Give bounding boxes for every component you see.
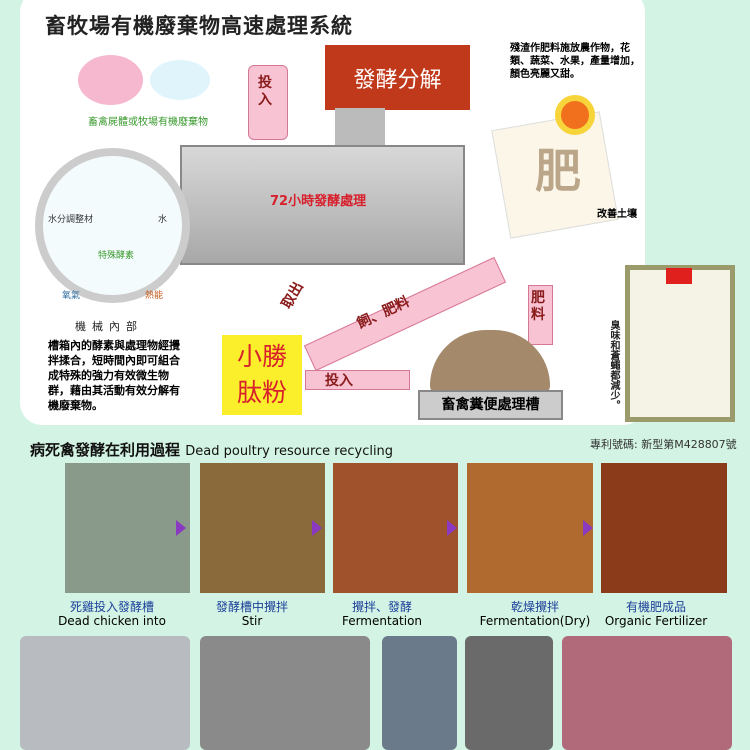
machine-photo bbox=[465, 636, 553, 750]
patent-number: 專利號碼: 新型第M428807號 bbox=[590, 438, 737, 451]
inside-text: 槽箱內的酵素與處理物經攪拌揉合，短時間內即可組合成特殊的強力有效微生物群，藉由其… bbox=[48, 339, 180, 412]
sunflower-icon bbox=[555, 95, 595, 135]
machine-photo bbox=[20, 636, 190, 750]
step-caption-zh: 發酵槽中攪拌 bbox=[215, 600, 288, 614]
machine-label: 72小時發酵處理 bbox=[270, 194, 367, 209]
step-caption-zh: 乾燥攪拌 bbox=[510, 600, 559, 614]
right-text: 殘渣作肥料施放農作物，花類、蔬菜、水果，產量增加，顏色亮麗又甜。 bbox=[510, 43, 640, 80]
magnifier-item: 熱能 bbox=[145, 291, 164, 301]
input-arrow bbox=[248, 65, 288, 140]
step-photo bbox=[601, 463, 727, 593]
fertilizer-char: 肥 bbox=[535, 144, 581, 198]
machine-photo bbox=[562, 636, 732, 750]
magnifier-item: 特殊酵素 bbox=[98, 251, 135, 261]
product-line: 肽粉 bbox=[236, 378, 287, 407]
input-arrow-label: 投入 bbox=[258, 75, 272, 108]
step-caption-zh: 死雞投入發酵槽 bbox=[69, 600, 154, 614]
step-caption-en: Stir bbox=[241, 614, 263, 628]
input-arrow-2 bbox=[305, 370, 410, 390]
arrow-right-icon bbox=[447, 520, 457, 536]
patent-certificate bbox=[625, 265, 735, 422]
pig-illustration bbox=[78, 55, 143, 105]
step-photo bbox=[200, 463, 325, 593]
step-caption-zh: 有機肥成品 bbox=[625, 600, 686, 614]
step-photo bbox=[333, 463, 458, 593]
product-box: 小勝肽粉 bbox=[222, 335, 302, 415]
arrow-right-icon bbox=[312, 520, 322, 536]
section-title: 病死禽發酵在利用過程 Dead poultry resource recycli… bbox=[30, 439, 393, 460]
input-arrow-2-label: 投入 bbox=[325, 373, 353, 389]
soil-label: 改善土壤 bbox=[597, 209, 637, 220]
product-line: 小勝 bbox=[236, 342, 287, 371]
fertilizer-arrow bbox=[528, 285, 553, 345]
step-caption-en: Fermentation bbox=[341, 614, 423, 628]
page-title: 畜牧場有機廢棄物高速處理系統 bbox=[45, 13, 353, 38]
fertilizer-arrow-label: 肥料 bbox=[531, 290, 545, 323]
section-title-zh: 病死禽發酵在利用過程 bbox=[30, 441, 181, 459]
magnifier-item: 氧氣 bbox=[62, 291, 81, 301]
ferment-box: 發酵分解 bbox=[325, 45, 470, 110]
machine-illustration bbox=[180, 145, 465, 265]
arrow-right-icon bbox=[583, 520, 593, 536]
magnifier-item: 水分調整材 bbox=[48, 215, 94, 225]
tank-label: 畜禽糞便處理槽 bbox=[418, 390, 563, 420]
step-photo bbox=[65, 463, 190, 593]
step-caption-en: Dead chicken into bbox=[58, 614, 166, 628]
step-caption-en: Fermentation(Dry) bbox=[479, 614, 591, 628]
chimney bbox=[335, 108, 385, 148]
step-caption-zh: 攪拌、發酵 bbox=[351, 600, 412, 614]
bird-illustration bbox=[150, 60, 210, 100]
machine-photo bbox=[200, 636, 370, 750]
reduce-text: 臭味和蒼蠅都減少。 bbox=[608, 320, 619, 410]
arrow-right-icon bbox=[176, 520, 186, 536]
section-title-en: Dead poultry resource recycling bbox=[185, 444, 394, 459]
step-photo bbox=[467, 463, 593, 593]
step-caption-en: Organic Fertilizer bbox=[604, 614, 708, 628]
magnifier bbox=[35, 148, 190, 303]
inside-title: 機械內部 bbox=[75, 320, 143, 333]
flag-icon bbox=[666, 268, 692, 284]
animals-label: 畜禽屍體或牧場有機廢棄物 bbox=[88, 117, 208, 128]
machine-photo bbox=[382, 636, 457, 750]
magnifier-item: 水 bbox=[158, 215, 168, 225]
